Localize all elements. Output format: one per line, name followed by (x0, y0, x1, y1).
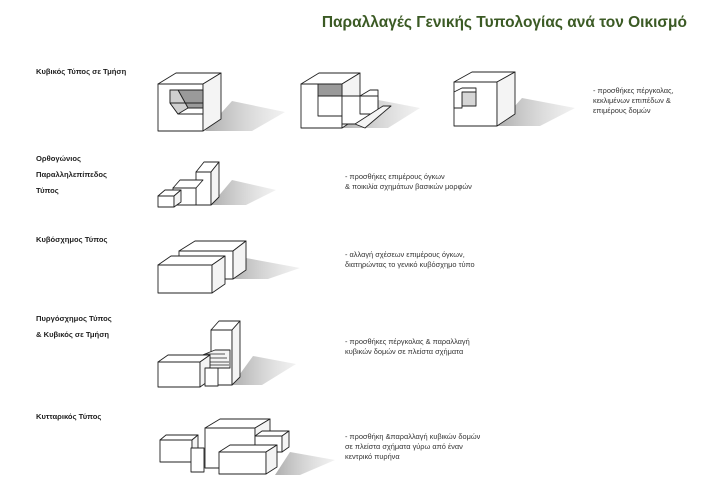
row-label-rectangular: Ορθογώνιος Παραλληλεπίπεδος Τύπος (36, 151, 107, 199)
row-label-cellular: Κυτταρικός Τύπος (36, 409, 101, 425)
row-note-rectangular: - προσθήκες επιμέρους όγκων & ποικιλία σ… (345, 172, 472, 192)
drawing-tower (157, 320, 296, 388)
drawing-cubic-section-c (453, 71, 575, 127)
label-line: Ορθογώνιος (36, 154, 81, 163)
note-line: - προσθήκες επιμέρους όγκων (345, 172, 445, 181)
drawing-cubic-section-a (157, 72, 285, 132)
drawing-cuboid (157, 240, 300, 294)
row-label-cubic-section: Κυβικός Τύπος σε Τμήση (36, 64, 126, 80)
note-line: κεκλιμένων επιπέδων & (593, 96, 671, 105)
note-line: - προσθήκη &παραλλαγή κυβικών δομών (345, 432, 481, 441)
label-line: & Κυβικός σε Τμήση (36, 330, 110, 339)
row-label-tower: Πυργόσχημος Τύπος & Κυβικός σε Τμήση (36, 311, 112, 343)
row-note-tower: - προσθήκες πέργκολας & παραλλαγή κυβικώ… (345, 337, 470, 357)
note-line: - αλλαγή σχέσεων επιμέρους όγκων, (345, 250, 465, 259)
row-label-cuboid: Κυβόσχημος Τύπος (36, 232, 107, 248)
label-line: Κυβόσχημος Τύπος (36, 235, 108, 244)
drawing-rectangular (157, 161, 276, 208)
row-note-cubic-section: - προσθήκες πέργκολας, κεκλιμένων επιπέδ… (593, 86, 674, 116)
note-line: επιμέρους δομών (593, 106, 651, 115)
label-line: Κυβικός Τύπος σε Τμήση (36, 67, 127, 76)
label-line: Πυργόσχημος Τύπος (36, 314, 112, 323)
note-line: διατηρώντας το γενικό κυβόσχημο τύπο (345, 260, 475, 269)
drawing-cubic-section-b (300, 72, 420, 129)
note-line: σε πλείστα σχήματα γύρω από έναν (345, 442, 463, 451)
row-note-cellular: - προσθήκη &παραλλαγή κυβικών δομών σε π… (345, 432, 480, 462)
page-title: Παραλλαγές Γενικής Τυπολογίας ανά τον Οι… (321, 14, 687, 31)
label-line: Τύπος (36, 186, 59, 195)
note-line: - προσθήκες πέργκολας, (593, 86, 674, 95)
row-note-cuboid: - αλλαγή σχέσεων επιμέρους όγκων, διατηρ… (345, 250, 475, 270)
note-line: κεντρικό πυρήνα (345, 452, 400, 461)
label-line: Κυτταρικός Τύπος (36, 412, 102, 421)
note-line: - προσθήκες πέργκολας & παραλλαγή (345, 337, 470, 346)
note-line: κυβικών δομών σε πλείστα σχήματα (345, 347, 464, 356)
label-line: Παραλληλεπίπεδος (36, 170, 107, 179)
drawing-cellular (159, 418, 335, 475)
note-line: & ποικιλία σχημάτων βασικών μορφών (345, 182, 472, 191)
